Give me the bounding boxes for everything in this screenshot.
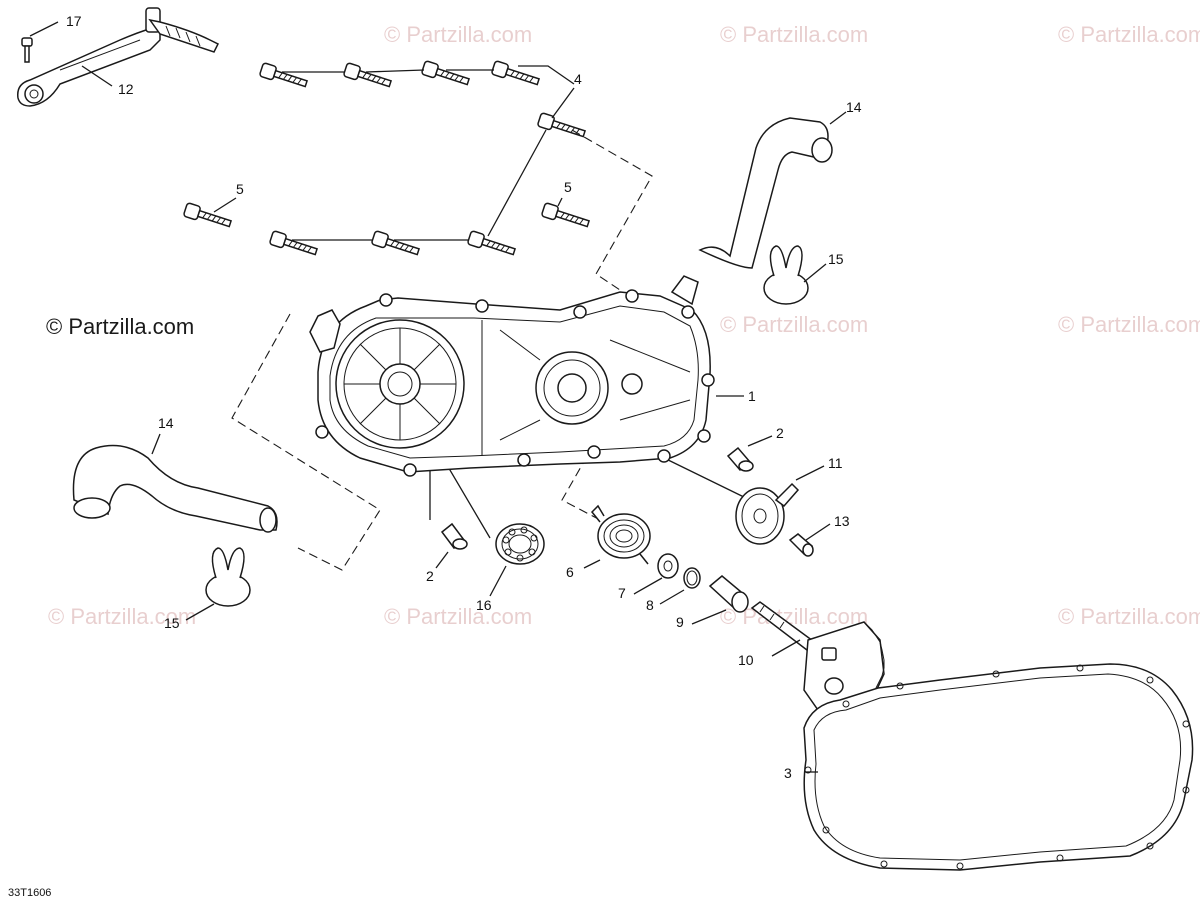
kick-starter-lever [17, 7, 220, 107]
callout-17: 17 [66, 13, 82, 29]
bolt-group-5 [183, 202, 591, 256]
dowel-pin [440, 522, 468, 550]
leader-line [487, 129, 547, 237]
connector-line [282, 69, 494, 73]
callout-7: 7 [618, 585, 626, 601]
bolt [467, 230, 517, 256]
air-hose-upper [698, 117, 833, 269]
callout-1: 1 [748, 388, 756, 404]
bolt [421, 60, 471, 86]
hose-clamp [763, 245, 809, 305]
bolt [491, 60, 541, 86]
partzilla-watermark: © Partzilla.com [46, 314, 194, 339]
ball-bearing [495, 523, 545, 565]
diagram-code: 33T1606 [8, 887, 51, 899]
hose-clamp [205, 547, 251, 607]
kick-shaft-gear [750, 601, 885, 713]
callout-14: 14 [158, 415, 174, 431]
bolt [541, 202, 591, 228]
air-hose-lower [72, 444, 278, 533]
callout-6: 6 [566, 564, 574, 580]
callout-15: 15 [828, 251, 844, 267]
bolt-group-4 [259, 60, 587, 138]
watermark: © Partzilla.com [720, 312, 868, 337]
callout-11: 11 [828, 455, 843, 471]
callout-12: 12 [118, 81, 134, 97]
bolt [537, 112, 587, 138]
watermark: © Partzilla.com [1058, 22, 1200, 47]
leader-line [29, 21, 59, 37]
bolt [371, 230, 421, 256]
callout-16: 16 [476, 597, 492, 613]
watermark: © Partzilla.com [720, 22, 868, 47]
bolt [343, 62, 393, 88]
watermark: © Partzilla.com [1058, 604, 1200, 629]
leader-line [213, 197, 563, 213]
transmission-cover [309, 275, 715, 477]
bolt [259, 62, 309, 88]
thrust-washer [657, 553, 679, 579]
watermark: © Partzilla.com [384, 22, 532, 47]
callout-2: 2 [426, 568, 434, 584]
dashed-leader [231, 313, 381, 571]
watermark: © Partzilla.com [1058, 312, 1200, 337]
callout-numbers: 1 2 2 3 4 5 5 6 7 8 9 10 11 12 13 14 14 … [66, 13, 862, 781]
ratchet-assembly [735, 482, 800, 545]
dashed-leader [571, 129, 653, 291]
lever-bolt [21, 37, 33, 63]
bolt [269, 230, 319, 256]
cover-gasket [803, 663, 1194, 871]
watermark: © Partzilla.com [384, 604, 532, 629]
callout-5: 5 [236, 181, 244, 197]
callout-3: 3 [784, 765, 792, 781]
callout-8: 8 [646, 597, 654, 613]
callout-5: 5 [564, 179, 572, 195]
dowel-pin [726, 446, 754, 472]
leader-line [81, 65, 113, 87]
watermark: © Partzilla.com [48, 604, 196, 629]
leader-line [518, 65, 575, 119]
bolt [183, 202, 233, 228]
callout-10: 10 [738, 652, 754, 668]
callout-4: 4 [574, 71, 582, 87]
callout-2: 2 [776, 425, 784, 441]
callout-14: 14 [846, 99, 862, 115]
ratchet-pin [788, 533, 814, 557]
callout-15: 15 [164, 615, 180, 631]
callout-13: 13 [834, 513, 850, 529]
bushing [708, 575, 749, 613]
callout-9: 9 [676, 614, 684, 630]
kick-spring [590, 504, 651, 565]
callout-leaders [151, 111, 847, 773]
circlip [683, 567, 701, 589]
